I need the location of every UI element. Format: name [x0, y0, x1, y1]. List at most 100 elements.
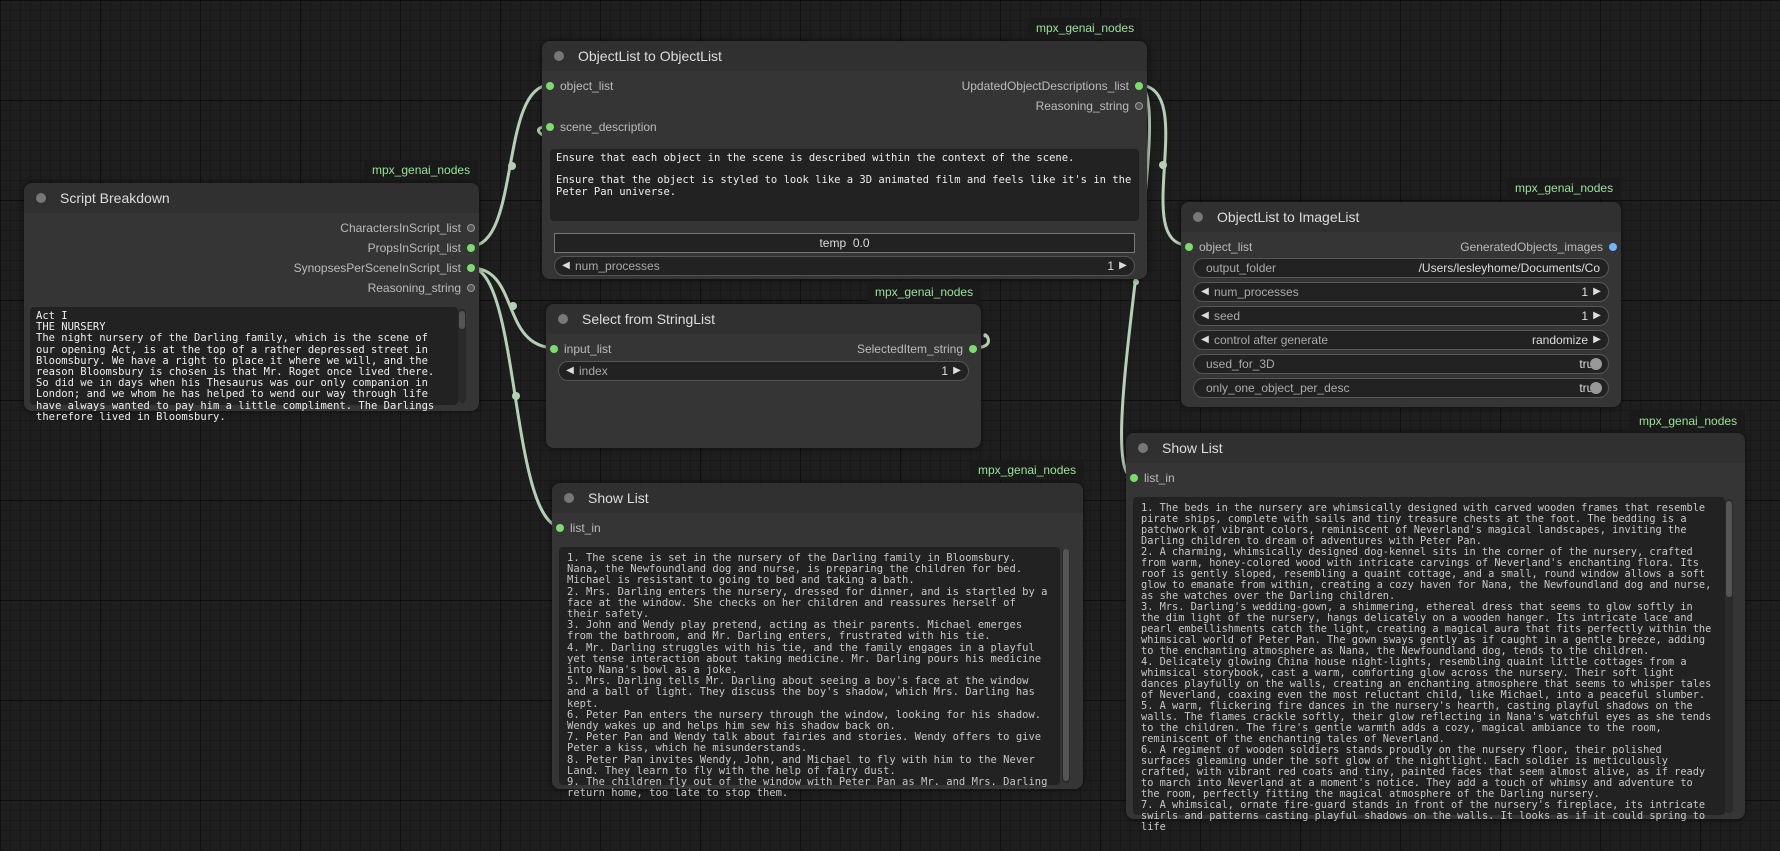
decrement-arrow-icon[interactable]: ◀	[566, 365, 574, 376]
slot-label: Reasoning_string	[367, 281, 461, 295]
node-title-bar[interactable]: Script Breakdown	[24, 183, 479, 213]
only-one-object-per-desc-toggle[interactable]: only_one_object_per_desc true	[1193, 378, 1609, 398]
show-list-node[interactable]: Show List list_in 1. The scene is set in…	[552, 483, 1083, 799]
input-slot-list-in[interactable]: list_in	[1130, 469, 1175, 487]
node-title: Show List	[1162, 440, 1223, 456]
input-slot-object-list[interactable]: object_list	[546, 77, 613, 95]
scrollbar[interactable]	[458, 309, 466, 403]
output-slot-props[interactable]: PropsInScript_list	[368, 239, 475, 257]
temp-field[interactable]: temp 0.0	[554, 233, 1135, 253]
stepper-label: seed	[1214, 309, 1241, 323]
node-title: ObjectList to ObjectList	[578, 48, 722, 64]
collapse-toggle[interactable]	[36, 193, 46, 203]
slot-label: list_in	[1144, 471, 1175, 485]
slot-dot[interactable]	[1135, 102, 1143, 110]
collapse-toggle[interactable]	[564, 493, 574, 503]
slot-dot[interactable]	[467, 224, 475, 232]
list-text-area[interactable]: 1. The scene is set in the nursery of th…	[559, 547, 1060, 799]
node-source-badge: mpx_genai_nodes	[1631, 411, 1746, 431]
scrollbar-thumb[interactable]	[1063, 549, 1069, 781]
increment-arrow-icon[interactable]: ▶	[1593, 286, 1601, 297]
slot-dot[interactable]	[556, 524, 564, 532]
decrement-arrow-icon[interactable]: ◀	[562, 260, 570, 271]
wire-reroute-dot	[509, 302, 517, 310]
used-for-3d-toggle[interactable]: used_for_3D true	[1193, 354, 1609, 374]
input-slot-list-in[interactable]: list_in	[556, 519, 601, 537]
slot-label: input_list	[564, 342, 612, 356]
stepper-value: 1	[1581, 309, 1588, 323]
field-label: output_folder	[1206, 261, 1277, 275]
output-slot-synopses[interactable]: SynopsesPerSceneInScript_list	[294, 259, 475, 277]
slot-dot[interactable]	[467, 244, 475, 252]
output-slot-reasoning[interactable]: Reasoning_string	[368, 279, 475, 297]
collapse-toggle[interactable]	[1193, 212, 1203, 222]
toggle-knob-icon[interactable]	[1590, 382, 1602, 394]
show-list-node[interactable]: Show List list_in 1. The beds in the nur…	[1126, 433, 1745, 833]
script-text-area[interactable]: Act I THE NURSERY The night nursery of t…	[30, 307, 458, 422]
output-slot-generated-images[interactable]: GeneratedObjects_images	[1460, 238, 1617, 256]
node-title: ObjectList to ImageList	[1217, 209, 1360, 225]
slot-dot[interactable]	[550, 345, 558, 353]
input-slot-scene-description[interactable]: scene_description	[546, 118, 657, 136]
scrollbar-thumb[interactable]	[1726, 501, 1732, 597]
next-option-arrow-icon[interactable]: ▶	[1593, 334, 1601, 345]
slot-dot[interactable]	[969, 345, 977, 353]
scrollbar[interactable]	[1725, 499, 1733, 813]
slot-dot[interactable]	[546, 82, 554, 90]
script-breakdown-node[interactable]: Script Breakdown CharactersInScript_list…	[24, 183, 479, 422]
decrement-arrow-icon[interactable]: ◀	[1201, 286, 1209, 297]
scrollbar[interactable]	[1062, 549, 1070, 783]
control-after-generate-select[interactable]: ◀ control after generate randomize ▶	[1193, 330, 1609, 350]
increment-arrow-icon[interactable]: ▶	[1593, 310, 1601, 321]
input-slot-object-list[interactable]: object_list	[1185, 238, 1252, 256]
node-title-bar[interactable]: ObjectList to ImageList	[1181, 202, 1621, 232]
output-slot-updated-descriptions[interactable]: UpdatedObjectDescriptions_list	[962, 77, 1143, 95]
num-processes-stepper[interactable]: ◀ num_processes 1 ▶	[554, 256, 1135, 276]
slot-label: CharactersInScript_list	[340, 221, 461, 235]
num-processes-stepper[interactable]: ◀ num_processes 1 ▶	[1193, 282, 1609, 302]
slot-dot[interactable]	[467, 264, 475, 272]
decrement-arrow-icon[interactable]: ◀	[1201, 310, 1209, 321]
collapse-toggle[interactable]	[558, 314, 568, 324]
node-source-badge: mpx_genai_nodes	[1028, 18, 1143, 38]
list-text-area[interactable]: 1. The beds in the nursery are whimsical…	[1133, 497, 1725, 833]
scene-description-text-area[interactable]: Ensure that each object in the scene is …	[550, 149, 1139, 221]
node-title-bar[interactable]: Show List	[552, 483, 1083, 513]
increment-arrow-icon[interactable]: ▶	[953, 365, 961, 376]
toggle-knob-icon[interactable]	[1590, 358, 1602, 370]
slot-dot[interactable]	[1130, 474, 1138, 482]
objectlist-to-imagelist-node[interactable]: ObjectList to ImageList object_list Gene…	[1181, 202, 1621, 407]
objectlist-to-objectlist-node[interactable]: ObjectList to ObjectList object_list sce…	[542, 41, 1147, 279]
slot-label: object_list	[1199, 240, 1253, 254]
seed-stepper[interactable]: ◀ seed 1 ▶	[1193, 306, 1609, 326]
collapse-toggle[interactable]	[554, 51, 564, 61]
output-slot-characters[interactable]: CharactersInScript_list	[340, 219, 475, 237]
collapse-toggle[interactable]	[1138, 443, 1148, 453]
increment-arrow-icon[interactable]: ▶	[1119, 260, 1127, 271]
input-slot-input-list[interactable]: input_list	[550, 340, 611, 358]
previous-option-arrow-icon[interactable]: ◀	[1201, 334, 1209, 345]
node-title: Show List	[588, 490, 649, 506]
node-source-badge: mpx_genai_nodes	[364, 160, 479, 180]
wire-reroute-dot	[512, 392, 520, 400]
select-from-stringlist-node[interactable]: Select from StringList input_list Select…	[546, 304, 981, 448]
temp-value: 0.0	[852, 236, 870, 250]
slot-label: PropsInScript_list	[367, 241, 461, 255]
node-title-bar[interactable]: Show List	[1126, 433, 1745, 463]
output-slot-selected-item[interactable]: SelectedItem_string	[857, 340, 977, 358]
slot-dot[interactable]	[1609, 243, 1617, 251]
node-source-badge: mpx_genai_nodes	[867, 282, 982, 302]
index-stepper[interactable]: ◀ index 1 ▶	[558, 361, 969, 381]
output-slot-reasoning[interactable]: Reasoning_string	[1036, 97, 1143, 115]
output-folder-field[interactable]: output_folder /Users/lesleyhome/Document…	[1193, 258, 1609, 278]
slot-dot[interactable]	[546, 123, 554, 131]
wire-reroute-dot	[1159, 161, 1167, 169]
slot-dot[interactable]	[467, 284, 475, 292]
slot-dot[interactable]	[1135, 82, 1143, 90]
node-source-badge: mpx_genai_nodes	[970, 460, 1085, 480]
scrollbar-thumb[interactable]	[459, 311, 465, 329]
node-title-bar[interactable]: ObjectList to ObjectList	[542, 41, 1147, 71]
node-title-bar[interactable]: Select from StringList	[546, 304, 981, 334]
slot-dot[interactable]	[1185, 243, 1193, 251]
slot-label: SelectedItem_string	[856, 342, 963, 356]
